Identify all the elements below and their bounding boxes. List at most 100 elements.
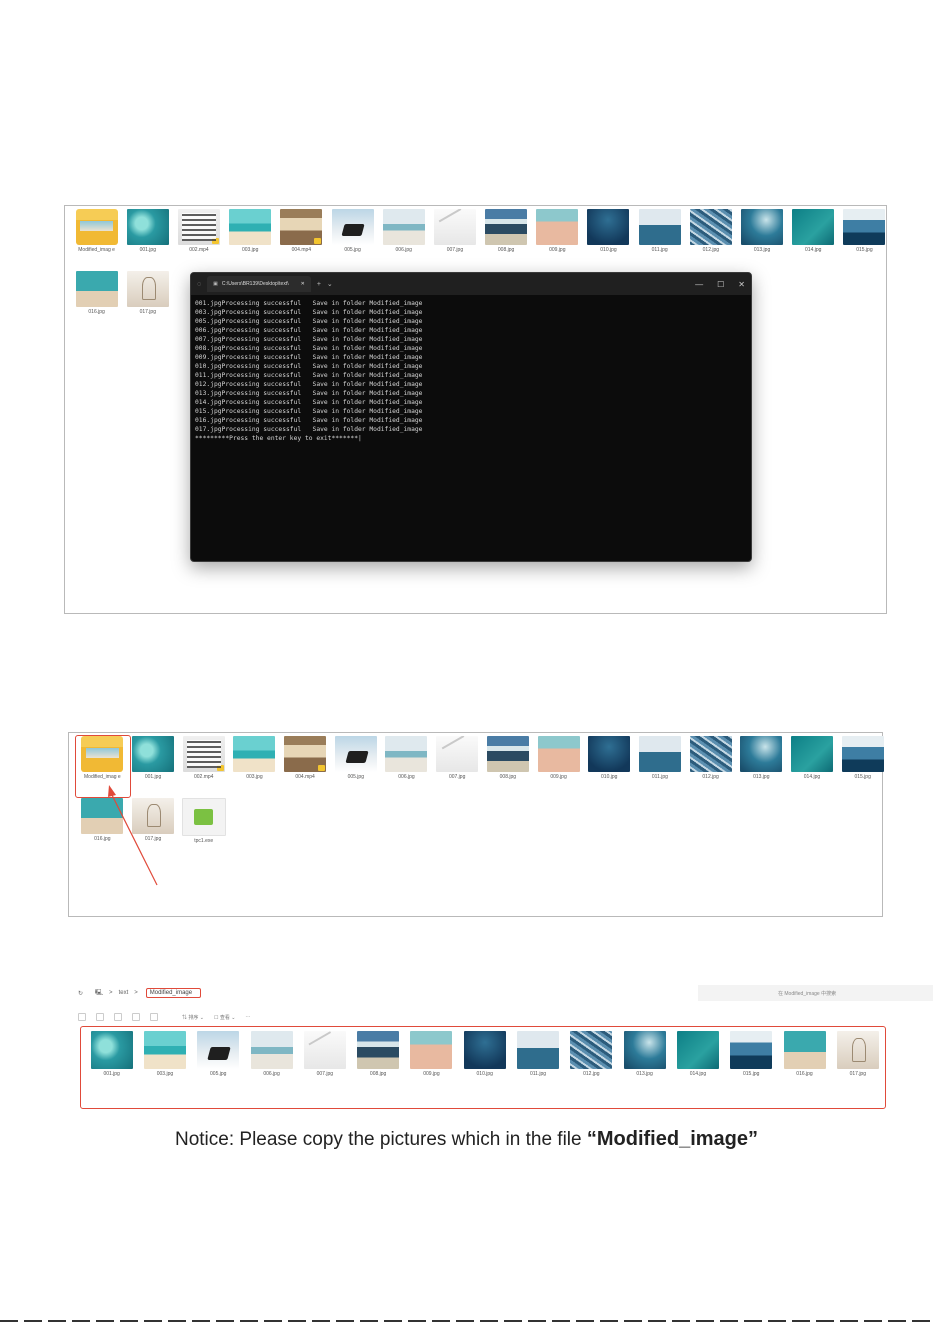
paste-icon[interactable] — [132, 1013, 140, 1021]
file-label: 009.jpg — [550, 774, 567, 780]
new-tab-button[interactable]: + — [316, 280, 321, 288]
file-item[interactable]: 017.jpg — [831, 1031, 884, 1103]
file-item[interactable]: 006.jpg — [378, 209, 429, 271]
file-item[interactable]: 008.jpg — [481, 209, 532, 271]
file-item[interactable]: 008.jpg — [483, 736, 534, 798]
terminal-tab[interactable]: ▣ C:\Users\BR139\Desktop\text\ ✕ — [207, 276, 311, 292]
more-button[interactable]: ··· — [245, 1014, 251, 1020]
file-item[interactable]: 014.jpg — [787, 736, 838, 798]
terminal-tab-close-icon[interactable]: ✕ — [300, 281, 305, 287]
search-placeholder: 在 Modified_image 中搜索 — [778, 990, 837, 997]
file-item[interactable]: 014.jpg — [671, 1031, 724, 1103]
file-item[interactable]: 002.mp4 — [173, 209, 224, 271]
file-item[interactable]: 005.jpg — [327, 209, 378, 271]
minimize-button[interactable]: — — [695, 279, 704, 289]
terminal-line: 001.jpgProcessing successful Save in fol… — [195, 300, 423, 307]
terminal-line: 016.jpgProcessing successful Save in fol… — [195, 417, 423, 424]
rename-icon[interactable] — [150, 1013, 158, 1021]
file-item[interactable]: 006.jpg — [245, 1031, 298, 1103]
file-item[interactable]: 005.jpg — [330, 736, 381, 798]
file-item[interactable]: 014.jpg — [788, 209, 839, 271]
terminal-title-bar[interactable]: ◌ ▣ C:\Users\BR139\Desktop\text\ ✕ + ⌄ —… — [191, 273, 751, 295]
computer-icon: 🖳 — [95, 990, 104, 996]
image-thumbnail — [334, 736, 377, 772]
terminal-output[interactable]: 001.jpgProcessing successful Save in fol… — [191, 295, 751, 447]
file-item[interactable]: 001.jpg — [122, 209, 173, 271]
file-item[interactable]: 008.jpg — [351, 1031, 404, 1103]
file-item[interactable]: 005.jpg — [192, 1031, 245, 1103]
refresh-icon[interactable]: ↻ — [78, 990, 84, 997]
file-label: 004.mp4 — [295, 774, 315, 780]
file-item[interactable]: 003.jpg — [229, 736, 280, 798]
file-label: 012.jpg — [583, 1071, 600, 1077]
file-item[interactable]: 007.jpg — [298, 1031, 351, 1103]
file-label: 006.jpg — [395, 247, 412, 253]
image-thumbnail — [676, 1031, 719, 1069]
file-item[interactable]: 011.jpg — [635, 736, 686, 798]
file-item[interactable]: 007.jpg — [432, 736, 483, 798]
file-item[interactable]: 012.jpg — [685, 736, 736, 798]
video-badge-icon — [211, 238, 219, 244]
file-item[interactable]: 011.jpg — [634, 209, 685, 271]
file-item[interactable]: 015.jpg — [837, 736, 888, 798]
breadcrumb-current-folder[interactable]: Modified_image — [145, 988, 202, 998]
image-thumbnail — [143, 1031, 186, 1069]
file-item[interactable]: tpc1.exe — [178, 798, 229, 860]
image-thumbnail — [843, 209, 886, 245]
video-badge-icon — [314, 238, 322, 244]
file-item[interactable]: Modified_imag e — [77, 736, 128, 798]
file-item[interactable]: 007.jpg — [429, 209, 480, 271]
tab-dropdown-icon[interactable]: ⌄ — [326, 281, 333, 288]
image-thumbnail — [436, 736, 479, 772]
file-item[interactable]: 009.jpg — [405, 1031, 458, 1103]
file-item[interactable]: 001.jpg — [85, 1031, 138, 1103]
file-item[interactable]: 015.jpg — [725, 1031, 778, 1103]
view-button[interactable]: ☐ 查看 ⌄ — [213, 1014, 236, 1021]
cut-icon[interactable] — [96, 1013, 104, 1021]
file-item[interactable]: 015.jpg — [839, 209, 890, 271]
file-item[interactable]: 013.jpg — [618, 1031, 671, 1103]
file-label: 001.jpg — [103, 1071, 120, 1077]
maximize-button[interactable]: ☐ — [717, 279, 725, 289]
image-thumbnail — [229, 209, 272, 245]
folder-icon — [75, 209, 118, 245]
file-item[interactable]: 012.jpg — [685, 209, 736, 271]
explorer-toolbar: ⇅ 排序 ⌄ ☐ 查看 ⌄ ··· — [78, 1010, 578, 1024]
new-icon[interactable] — [78, 1013, 86, 1021]
image-thumbnail — [537, 736, 580, 772]
file-item[interactable]: 009.jpg — [533, 736, 584, 798]
image-thumbnail — [284, 736, 327, 772]
file-label: 016.jpg — [94, 836, 111, 842]
image-thumbnail — [783, 1031, 826, 1069]
file-item[interactable]: 004.mp4 — [280, 736, 331, 798]
breadcrumb-text[interactable]: text — [118, 990, 129, 996]
file-item[interactable]: 001.jpg — [128, 736, 179, 798]
file-item[interactable]: 013.jpg — [736, 209, 787, 271]
file-item[interactable]: 016.jpg — [71, 271, 122, 333]
close-button[interactable]: ✕ — [738, 279, 745, 289]
file-item[interactable]: 003.jpg — [225, 209, 276, 271]
file-item[interactable]: 010.jpg — [583, 209, 634, 271]
search-input[interactable]: 在 Modified_image 中搜索 — [698, 985, 933, 1001]
file-item[interactable]: 009.jpg — [532, 209, 583, 271]
file-item[interactable]: 013.jpg — [736, 736, 787, 798]
file-item[interactable]: 004.mp4 — [276, 209, 327, 271]
sort-button[interactable]: ⇅ 排序 ⌄ — [182, 1014, 204, 1021]
file-item[interactable]: 010.jpg — [458, 1031, 511, 1103]
copy-icon[interactable] — [114, 1013, 122, 1021]
file-item[interactable]: 012.jpg — [565, 1031, 618, 1103]
file-item[interactable]: 002.mp4 — [178, 736, 229, 798]
file-item[interactable]: 011.jpg — [511, 1031, 564, 1103]
file-item[interactable]: 010.jpg — [584, 736, 635, 798]
file-item[interactable]: 017.jpg — [122, 271, 173, 333]
file-label: Modified_imag e — [84, 774, 121, 780]
address-bar[interactable]: ↻ 🖳 > text > Modified_image 在 Modified_i… — [78, 983, 933, 1003]
terminal-window[interactable]: ◌ ▣ C:\Users\BR139\Desktop\text\ ✕ + ⌄ —… — [190, 272, 752, 562]
file-item[interactable]: 017.jpg — [128, 798, 179, 860]
file-item[interactable]: 016.jpg — [778, 1031, 831, 1103]
file-item[interactable]: Modified_imag e — [71, 209, 122, 271]
file-item[interactable]: 006.jpg — [381, 736, 432, 798]
file-label: 005.jpg — [210, 1071, 227, 1077]
file-label: 007.jpg — [316, 1071, 334, 1077]
file-item[interactable]: 003.jpg — [138, 1031, 191, 1103]
